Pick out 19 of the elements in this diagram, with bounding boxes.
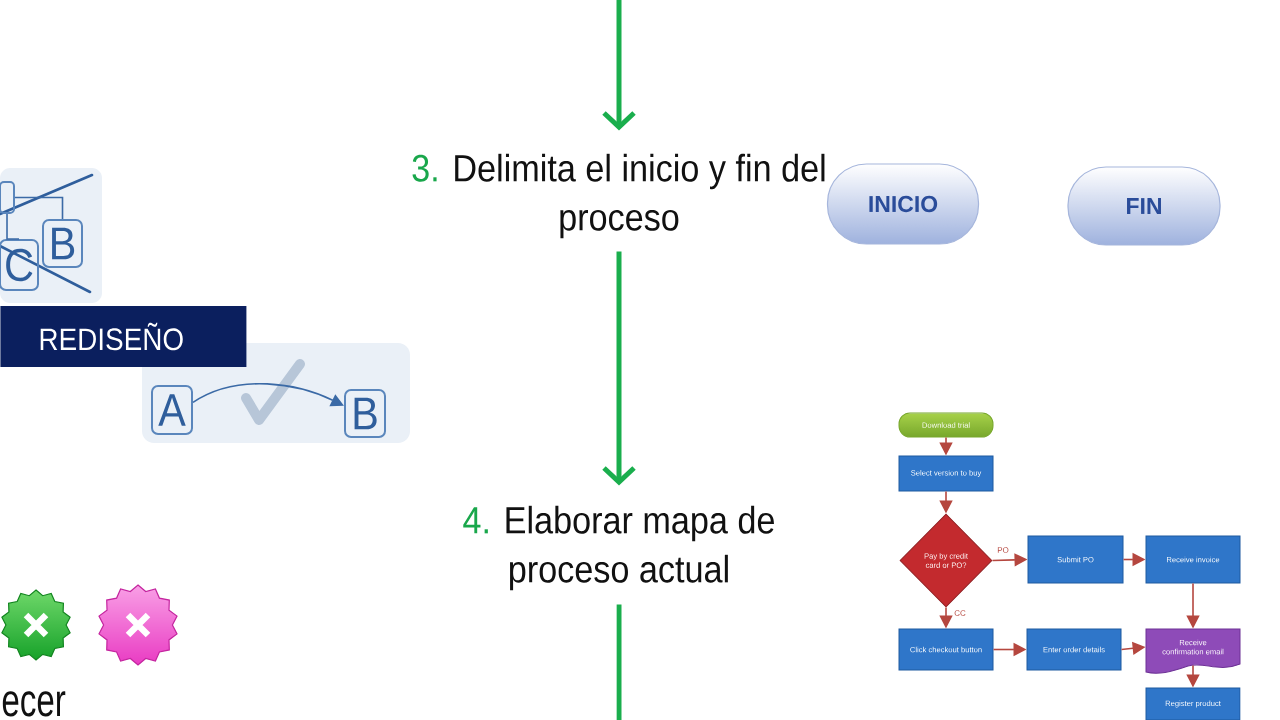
connector-line bbox=[6, 213, 20, 240]
connector-line bbox=[14, 196, 64, 220]
arrow bbox=[192, 383, 344, 407]
terminal-pill: FIN bbox=[1067, 166, 1221, 246]
edge-label: CC bbox=[953, 609, 967, 617]
connector-line bbox=[616, 604, 622, 720]
arrow bbox=[602, 0, 636, 131]
letter-box: C bbox=[0, 239, 39, 291]
step-text: 3. Delimita el inicio y fin del proceso bbox=[412, 153, 825, 239]
edge-label: PO bbox=[996, 546, 1010, 554]
heading-text: ecer bbox=[2, 691, 66, 717]
letter-box: B bbox=[42, 219, 83, 268]
tree-box bbox=[0, 181, 15, 214]
step-text: 4. Elaborar mapa de proceso actual bbox=[463, 505, 774, 591]
letter-box: A bbox=[151, 385, 193, 435]
letter-box: B bbox=[344, 389, 386, 438]
terminal-pill: INICIO bbox=[826, 163, 980, 245]
arrow bbox=[602, 251, 636, 486]
title-banner: REDISEÑO bbox=[0, 306, 247, 367]
